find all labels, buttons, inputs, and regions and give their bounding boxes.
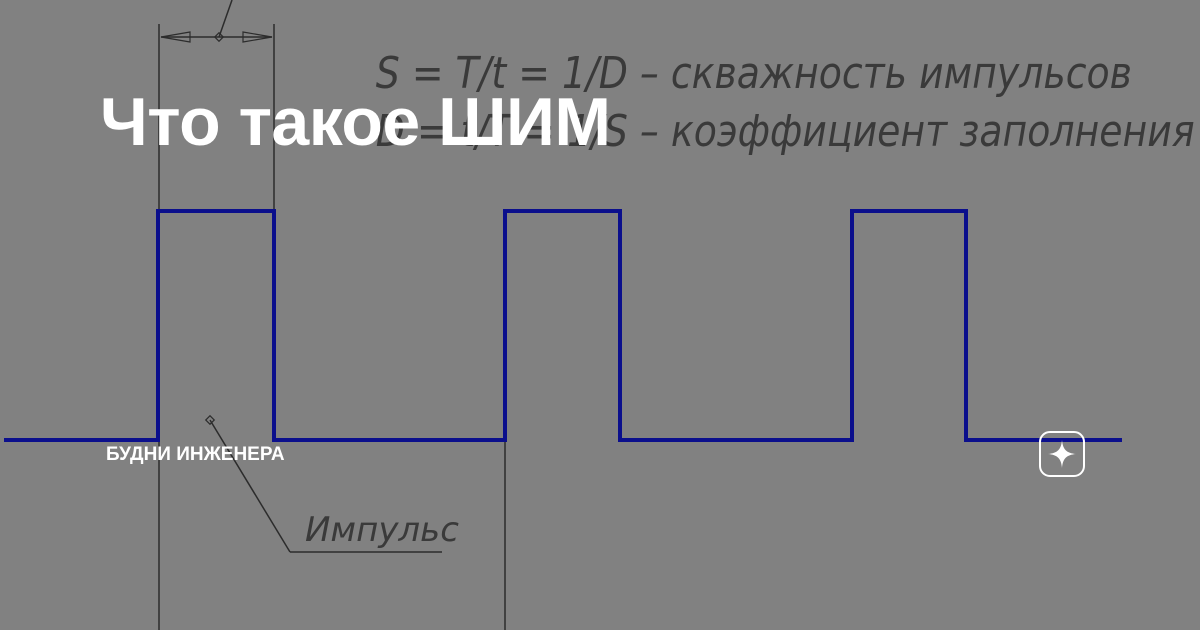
page-title: Что такое ШИМ <box>100 84 611 160</box>
pulse-width-dimension <box>160 0 273 43</box>
formula-duty-ratio: S = T/t = 1/D – скважность импульсов <box>376 47 1132 98</box>
formula-fill-factor: D = t/T = 1/S – коэффициент заполнения <box>376 105 1195 156</box>
zen-star-icon <box>1048 440 1076 468</box>
pwm-signal-wave <box>4 209 1122 442</box>
channel-name[interactable]: БУДНИ ИНЖЕНЕРА <box>106 444 285 465</box>
impulse-label: Импульс <box>305 510 459 550</box>
impulse-leader <box>204 414 442 553</box>
zen-logo-button[interactable] <box>1039 431 1085 477</box>
